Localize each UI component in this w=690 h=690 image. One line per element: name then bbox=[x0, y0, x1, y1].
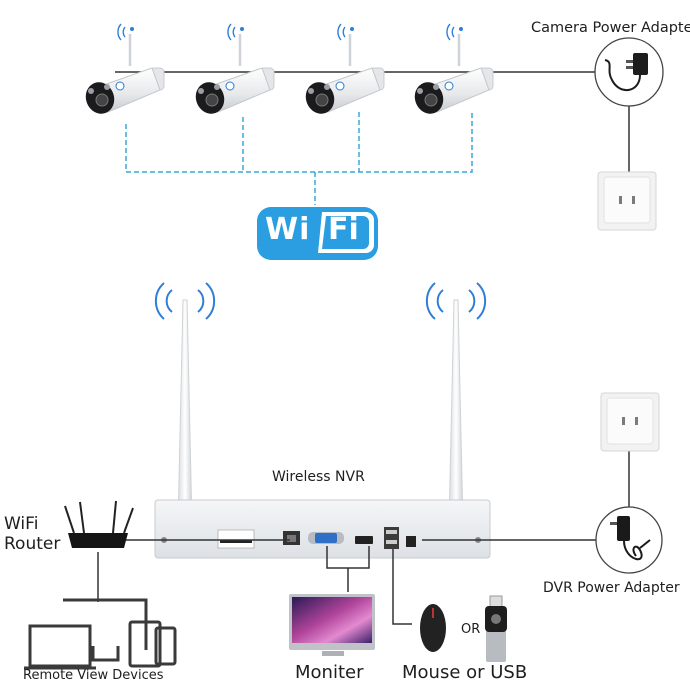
nvr-antenna-right bbox=[425, 282, 487, 526]
nvr-antenna-left bbox=[154, 282, 216, 526]
camera-power-adapter-icon bbox=[594, 37, 664, 107]
monitor-label: Moniter bbox=[295, 662, 364, 683]
camera-power-adapter-label: Camera Power Adapter bbox=[531, 20, 690, 36]
mouse-icon bbox=[420, 604, 446, 652]
remote-view-devices-icon bbox=[24, 598, 177, 670]
dvr-power-adapter-icon bbox=[595, 506, 663, 574]
wifi-logo-icon bbox=[257, 207, 378, 260]
camera-2 bbox=[190, 22, 276, 120]
vga-port-icon bbox=[308, 532, 344, 544]
or-label: OR bbox=[461, 622, 481, 637]
wifi-dashed-links bbox=[125, 112, 473, 205]
wifi-router-label: WiFi Router bbox=[4, 514, 60, 554]
usb-stick-icon bbox=[485, 595, 507, 662]
usb-port-icon bbox=[384, 527, 399, 549]
camera-3 bbox=[300, 22, 386, 120]
power-port-icon bbox=[406, 536, 416, 547]
wireless-nvr-label: Wireless NVR bbox=[272, 469, 365, 485]
mouse-or-usb-label: Mouse or USB bbox=[402, 662, 528, 683]
wifi-badge-text-fi: Fi bbox=[328, 212, 359, 247]
wireless-nvr bbox=[154, 499, 491, 559]
dvr-power-adapter-label: DVR Power Adapter bbox=[543, 580, 680, 596]
monitor-icon bbox=[289, 594, 375, 656]
remote-view-devices-label: Remote View Devices bbox=[23, 668, 164, 683]
wifi-router-label-line2: Router bbox=[4, 534, 61, 554]
nvr-wires bbox=[97, 449, 630, 625]
camera-power-wire bbox=[115, 71, 630, 172]
lan-port-icon bbox=[283, 531, 300, 545]
camera-4 bbox=[409, 22, 495, 120]
camera-1 bbox=[80, 22, 166, 120]
hdmi-port-icon bbox=[355, 536, 373, 544]
wifi-router-label-line1: WiFi bbox=[4, 514, 39, 534]
wall-outlet-top bbox=[597, 171, 657, 231]
wifi-router-icon bbox=[64, 500, 134, 548]
wall-outlet-right bbox=[600, 392, 660, 452]
wifi-badge-text-wi: Wi bbox=[265, 212, 311, 247]
